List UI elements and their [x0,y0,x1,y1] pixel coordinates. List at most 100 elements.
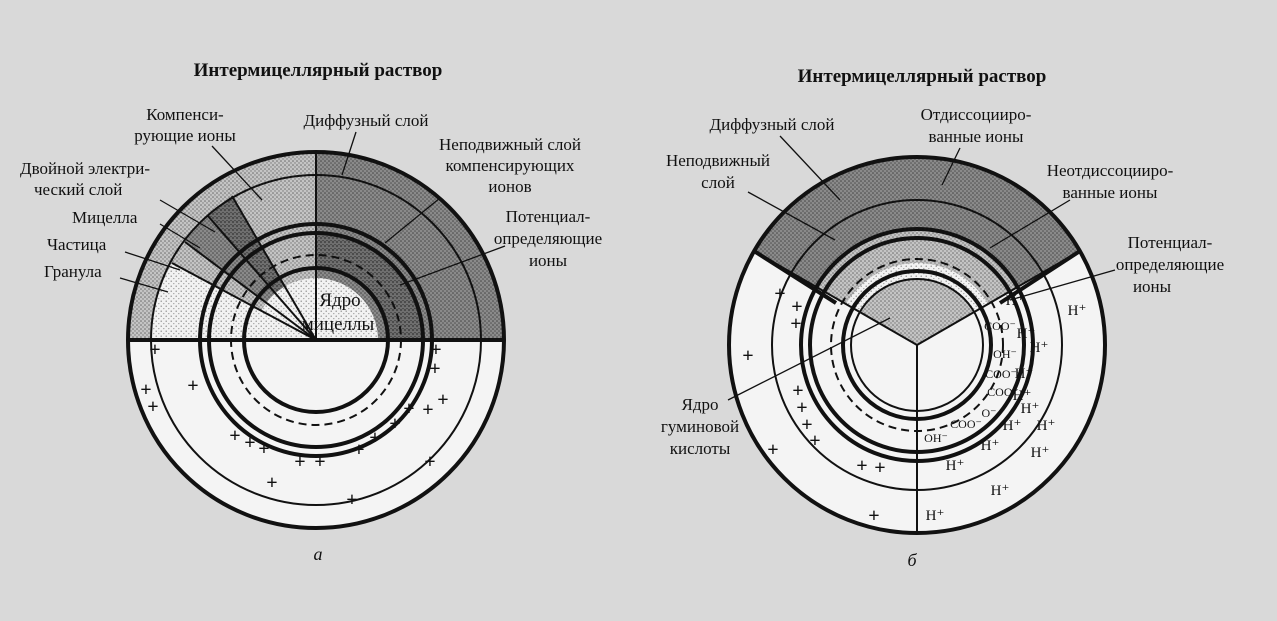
svg-text:Ядро: Ядро [682,395,719,414]
hydrogen-ion: H⁺ [1021,401,1040,417]
surface-ion: COO⁻ [987,385,1019,399]
svg-text:ионы: ионы [1133,277,1172,296]
plus-sign: + [244,432,255,454]
svg-text:кислоты: кислоты [670,439,731,458]
plus-sign: + [774,283,785,305]
caption-a: а [314,544,323,564]
plus-sign: + [314,451,325,473]
svg-text:определяющие: определяющие [494,229,602,248]
plus-sign: + [147,396,158,418]
plus-sign: + [801,414,812,436]
svg-text:ионов: ионов [488,177,531,196]
surface-ion: OH⁻ [924,431,948,445]
svg-text:Потенциал-: Потенциал- [1128,233,1213,252]
hydrogen-ion: H⁺ [1003,418,1022,434]
svg-text:Компенси-: Компенси- [146,105,224,124]
plus-signs-b: ++++++++++++ [742,283,885,527]
plus-sign: + [429,358,440,380]
diagram-a-title: Интермицеллярный раствор [194,60,443,81]
hydrogen-ion: H⁺ [1037,418,1056,434]
plus-sign: + [809,430,820,452]
surface-ions: COO⁻OH⁻COO⁻COO⁻O⁻COO⁻OH⁻ [924,319,1019,445]
label-granule: Гранула [44,262,102,281]
label-fixed-layer-a: Неподвижный слой компенсирующих ионов [439,135,581,196]
label-fixed-layer-b: Неподвижный слой [666,151,770,192]
label-humic-core: Ядро гуминовой кислоты [661,395,739,458]
plus-sign: + [437,389,448,411]
hydrogen-ion: H⁺ [926,508,945,524]
sector-layers-right [316,152,504,340]
plus-sign: + [792,380,803,402]
hydrogen-ion: H⁺ [1015,366,1034,382]
compensating-plus-signs: ++++++++++++++++++++ [140,339,448,511]
svg-text:Отдиссоцииро-: Отдиссоцииро- [921,105,1032,124]
surface-ion: OH⁻ [993,347,1017,361]
plus-sign: + [424,451,435,473]
hydrogen-ion: H⁺ [1030,340,1049,356]
svg-text:слой: слой [701,173,735,192]
label-diffuse-layer-b: Диффузный слой [710,115,835,134]
plus-sign: + [353,439,364,461]
plus-sign: + [229,425,240,447]
plus-sign: + [346,489,357,511]
label-potential-ions-b: Потенциал- определяющие ионы [1116,233,1224,296]
svg-text:ионы: ионы [529,251,568,270]
hydrogen-ion: H⁺ [1031,445,1050,461]
label-diffuse-layer-a: Диффузный слой [304,111,429,130]
hydrogen-ions: H⁺H⁺H⁺H⁺H⁺H⁺H⁺H⁺H⁺H⁺H⁺H⁺H⁺H⁺ [926,293,1087,524]
surface-ion: COO⁻ [984,319,1016,333]
hydrogen-ion: H⁺ [1017,326,1036,342]
svg-text:Неподвижный слой: Неподвижный слой [439,135,581,154]
plus-sign: + [796,397,807,419]
diagram-b-title: Интермицеллярный раствор [798,66,1047,87]
svg-text:определяющие: определяющие [1116,255,1224,274]
svg-text:компенсирующих: компенсирующих [446,156,575,175]
svg-text:Ядро: Ядро [319,290,360,311]
plus-sign: + [294,451,305,473]
plus-sign: + [791,296,802,318]
hydrogen-ion: H⁺ [991,483,1010,499]
diagram-b: ++++++++++++ COO⁻OH⁻COO⁻COO⁻O⁻COO⁻OH⁻ H⁺… [661,66,1224,570]
svg-text:Неподвижный: Неподвижный [666,151,770,170]
plus-sign: + [140,379,151,401]
hydrogen-ion: H⁺ [1006,293,1025,309]
surface-ion: COO⁻ [950,417,982,431]
plus-sign: + [369,427,380,449]
plus-sign: + [767,439,778,461]
label-dissociated-ions: Отдиссоцииро- ванные ионы [921,105,1032,146]
svg-text:Потенциал-: Потенциал- [506,207,591,226]
plus-sign: + [266,472,277,494]
plus-sign: + [187,375,198,397]
svg-text:гуминовой: гуминовой [661,417,739,436]
sector-fixed-ring [316,233,423,340]
plus-sign: + [856,455,867,477]
label-compensating-ions: Компенси- рующие ионы [134,105,236,145]
svg-text:рующие ионы: рующие ионы [134,126,236,145]
plus-sign: + [258,438,269,460]
plus-sign: + [422,399,433,421]
core-sector [860,279,974,345]
hydrogen-ion: H⁺ [946,458,965,474]
label-undissociated-ions: Неотдиссоцииро- ванные ионы [1047,161,1174,202]
hydrogen-ion: H⁺ [1068,303,1087,319]
plus-sign: + [874,457,885,479]
plus-sign: + [149,339,160,361]
caption-b: б [907,550,917,570]
hydrogen-ion: H⁺ [981,438,1000,454]
label-micelle: Мицелла [72,208,138,227]
svg-text:мицеллы: мицеллы [302,314,375,335]
hydrogen-ion: H⁺ [1013,388,1032,404]
svg-text:ванные ионы: ванные ионы [1063,183,1158,202]
plus-sign: + [430,339,441,361]
surface-ion: COO⁻ [985,367,1017,381]
surface-ion: O⁻ [982,406,997,420]
label-particle: Частица [47,235,107,254]
plus-sign: + [868,505,879,527]
svg-text:Двойной электри-: Двойной электри- [20,159,150,178]
plus-sign: + [403,398,414,420]
svg-text:Неотдиссоцииро-: Неотдиссоцииро- [1047,161,1174,180]
label-double-layer: Двойной электри- ческий слой [20,159,150,199]
svg-text:ческий слой: ческий слой [34,180,122,199]
svg-text:ванные ионы: ванные ионы [929,127,1024,146]
